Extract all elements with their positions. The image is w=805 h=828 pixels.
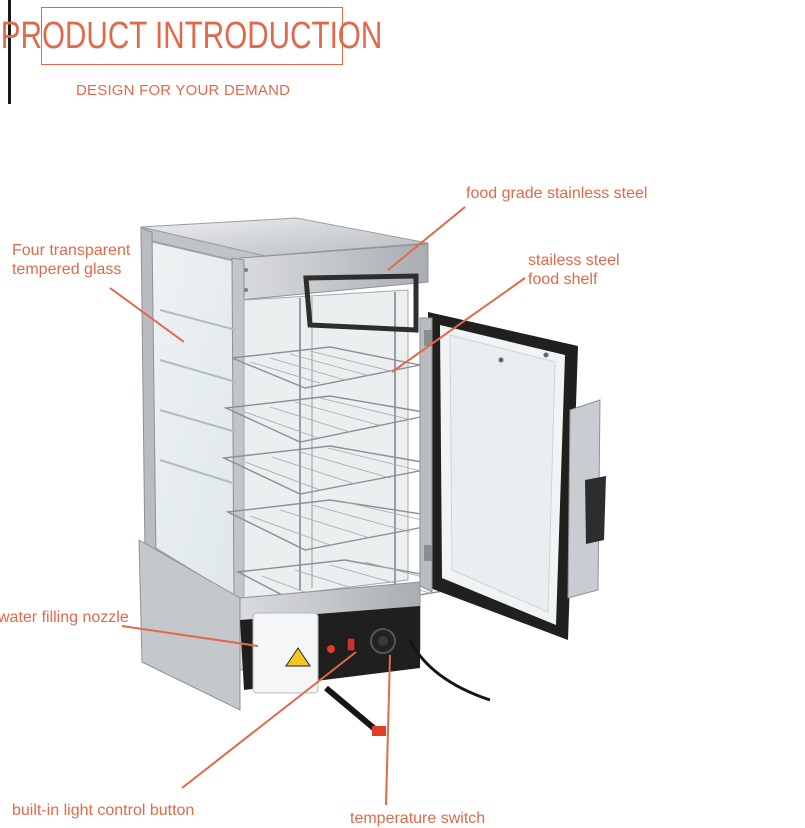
title-box: PRODUCT INTRODUCTION: [1, 7, 383, 65]
label-temperature-switch: temperature switch: [350, 810, 486, 827]
light-switch[interactable]: [346, 637, 356, 652]
indicator-light-icon: [327, 645, 335, 653]
page-subtitle: DESIGN FOR YOUR DEMAND: [76, 82, 291, 99]
left-glass-panel: [140, 227, 245, 611]
door-handle: [567, 399, 606, 599]
warning-icon: [285, 647, 311, 667]
callout-line-food-grade: [387, 206, 466, 271]
page-title: PRODUCT INTRODUCTION: [1, 14, 383, 57]
glass-door: [419, 312, 578, 640]
callout-lines: [109, 206, 526, 806]
label-glass-line1: Four transparent: [12, 242, 131, 259]
label-shelf-line1: stailess steel: [528, 252, 620, 269]
header-accent-bar: [8, 0, 11, 104]
callout-line-temperature: [385, 654, 391, 806]
label-shelf-line2: food shelf: [528, 271, 598, 288]
power-cord: [408, 639, 491, 702]
rear-door-frame: [303, 273, 419, 333]
drain-hose: [324, 685, 378, 733]
label-nozzle: water filling nozzle: [0, 609, 129, 626]
interior-frame: [243, 289, 409, 601]
callout-line-nozzle: [121, 625, 259, 647]
label-food-grade: food grade stainless steel: [466, 185, 648, 202]
label-glass-line2: tempered glass: [12, 261, 122, 278]
callout-line-shelf: [391, 277, 526, 373]
callout-line-light: [181, 651, 357, 789]
water-tank: [252, 612, 319, 694]
label-light-button: built-in light control button: [12, 802, 195, 819]
callout-line-glass: [109, 287, 185, 343]
base-housing: [138, 539, 491, 736]
